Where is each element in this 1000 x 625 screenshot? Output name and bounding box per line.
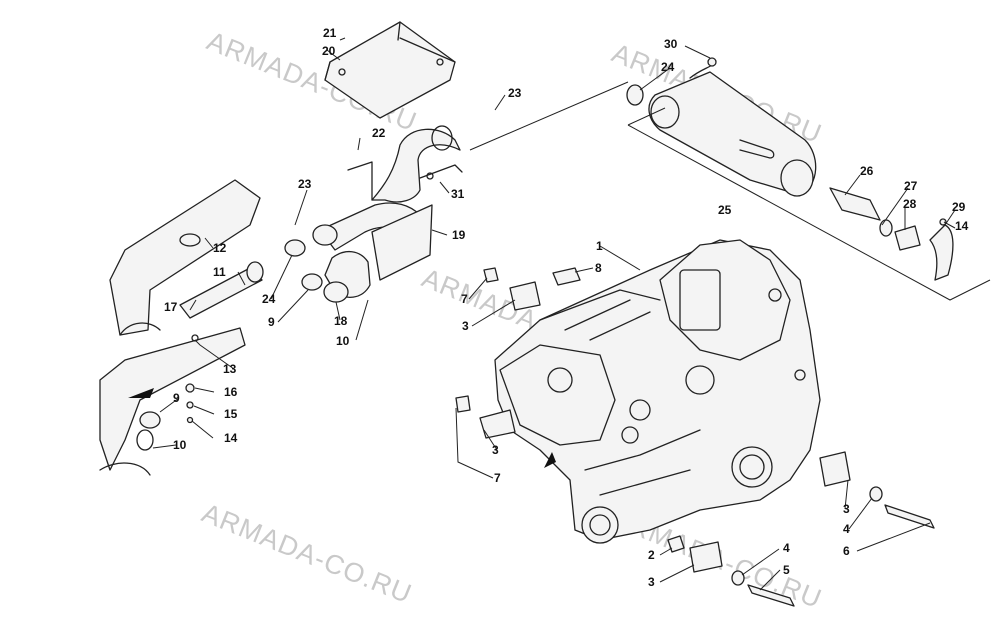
callout-19: 19 bbox=[452, 228, 466, 242]
callout-10-top: 10 bbox=[336, 334, 350, 348]
tailpipe-parts bbox=[829, 187, 954, 281]
callout-25: 25 bbox=[718, 203, 732, 217]
callout-2: 2 bbox=[648, 548, 655, 562]
callout-3-top: 3 bbox=[462, 319, 469, 333]
callout-31: 31 bbox=[451, 187, 465, 201]
exhaust-bracket bbox=[347, 161, 433, 281]
gasket-24 bbox=[284, 239, 306, 257]
watermark-bottom-left: ARMADA-CO.RU bbox=[198, 498, 416, 610]
callout-8: 8 bbox=[595, 261, 602, 275]
engine-mount-lower-left bbox=[455, 395, 516, 439]
callout-28: 28 bbox=[903, 197, 917, 211]
callout-14-right: 14 bbox=[955, 219, 969, 233]
callout-9-bottom: 9 bbox=[173, 391, 180, 405]
callout-23-top: 23 bbox=[508, 86, 522, 100]
muffler bbox=[648, 57, 817, 197]
callout-13: 13 bbox=[223, 362, 237, 376]
muffler-group-outline bbox=[469, 81, 991, 301]
callout-3-right: 3 bbox=[843, 502, 850, 516]
engine-mount-right bbox=[819, 451, 935, 529]
callout-27: 27 bbox=[904, 179, 918, 193]
callout-4-right: 4 bbox=[843, 522, 850, 536]
callout-26: 26 bbox=[860, 164, 874, 178]
callout-4-bottom: 4 bbox=[783, 541, 790, 555]
callout-18: 18 bbox=[334, 314, 348, 328]
callout-29: 29 bbox=[952, 200, 966, 214]
callout-labels: 21 20 23 22 23 31 19 12 11 17 24 9 18 10… bbox=[164, 26, 969, 589]
nut-14 bbox=[186, 416, 194, 424]
heat-shield-lower bbox=[99, 327, 246, 476]
heat-shield-plate bbox=[324, 21, 456, 119]
engine-assembly bbox=[494, 239, 821, 544]
front-pipe bbox=[179, 261, 264, 319]
bolt-17 bbox=[191, 334, 199, 342]
callout-1: 1 bbox=[596, 239, 603, 253]
callout-7-bottom: 7 bbox=[494, 471, 501, 485]
callout-3-bottom: 3 bbox=[648, 575, 655, 589]
callout-17: 17 bbox=[164, 300, 178, 314]
callout-15: 15 bbox=[224, 407, 238, 421]
callout-24-right: 24 bbox=[661, 60, 675, 74]
gasket-muffler bbox=[626, 84, 644, 106]
callout-3-left: 3 bbox=[492, 443, 499, 457]
arrow-engine bbox=[544, 452, 556, 468]
callout-9-top: 9 bbox=[268, 315, 275, 329]
leader-lines bbox=[152, 37, 956, 591]
arrow-left bbox=[128, 388, 154, 398]
callout-16: 16 bbox=[224, 385, 238, 399]
callout-23-left: 23 bbox=[298, 177, 312, 191]
spacer-16 bbox=[185, 383, 195, 393]
callout-20: 20 bbox=[322, 44, 336, 58]
ring-9 bbox=[301, 273, 323, 291]
callout-10-bottom: 10 bbox=[173, 438, 187, 452]
callout-14-left: 14 bbox=[224, 431, 238, 445]
heat-shield-left bbox=[109, 179, 261, 336]
callout-21: 21 bbox=[323, 26, 337, 40]
callout-6: 6 bbox=[843, 544, 850, 558]
engine-mount-upper-left bbox=[483, 267, 541, 311]
washer-15 bbox=[186, 401, 194, 409]
callout-24-left: 24 bbox=[262, 292, 276, 306]
engine-mount-bottom bbox=[667, 535, 795, 607]
callout-5: 5 bbox=[783, 563, 790, 577]
callout-7-top: 7 bbox=[461, 292, 468, 306]
flange-18 bbox=[323, 281, 349, 303]
callout-30: 30 bbox=[664, 37, 678, 51]
callout-22: 22 bbox=[372, 126, 386, 140]
callout-11: 11 bbox=[213, 265, 226, 279]
callout-12: 12 bbox=[213, 241, 227, 255]
decal-8 bbox=[552, 267, 581, 286]
